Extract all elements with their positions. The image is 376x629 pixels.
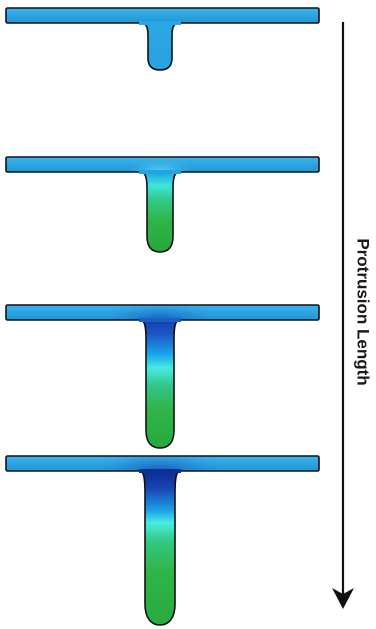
protrusion-tube: [137, 21, 183, 71]
protrusion-tube: [137, 469, 183, 626]
protrusion-tube: [137, 318, 183, 449]
protrusion-tube: [137, 170, 183, 253]
panel-stage-3: [5, 304, 320, 449]
axis-label: Protrusion Length: [354, 238, 373, 385]
panel-stage-2: [5, 156, 320, 253]
protrusion-length-axis: Protrusion Length: [332, 22, 373, 609]
panel-stage-4: [5, 455, 320, 626]
axis-arrow-head-icon: [332, 588, 354, 609]
panel-stage-1: [5, 7, 320, 71]
membrane-bar: [6, 8, 319, 23]
